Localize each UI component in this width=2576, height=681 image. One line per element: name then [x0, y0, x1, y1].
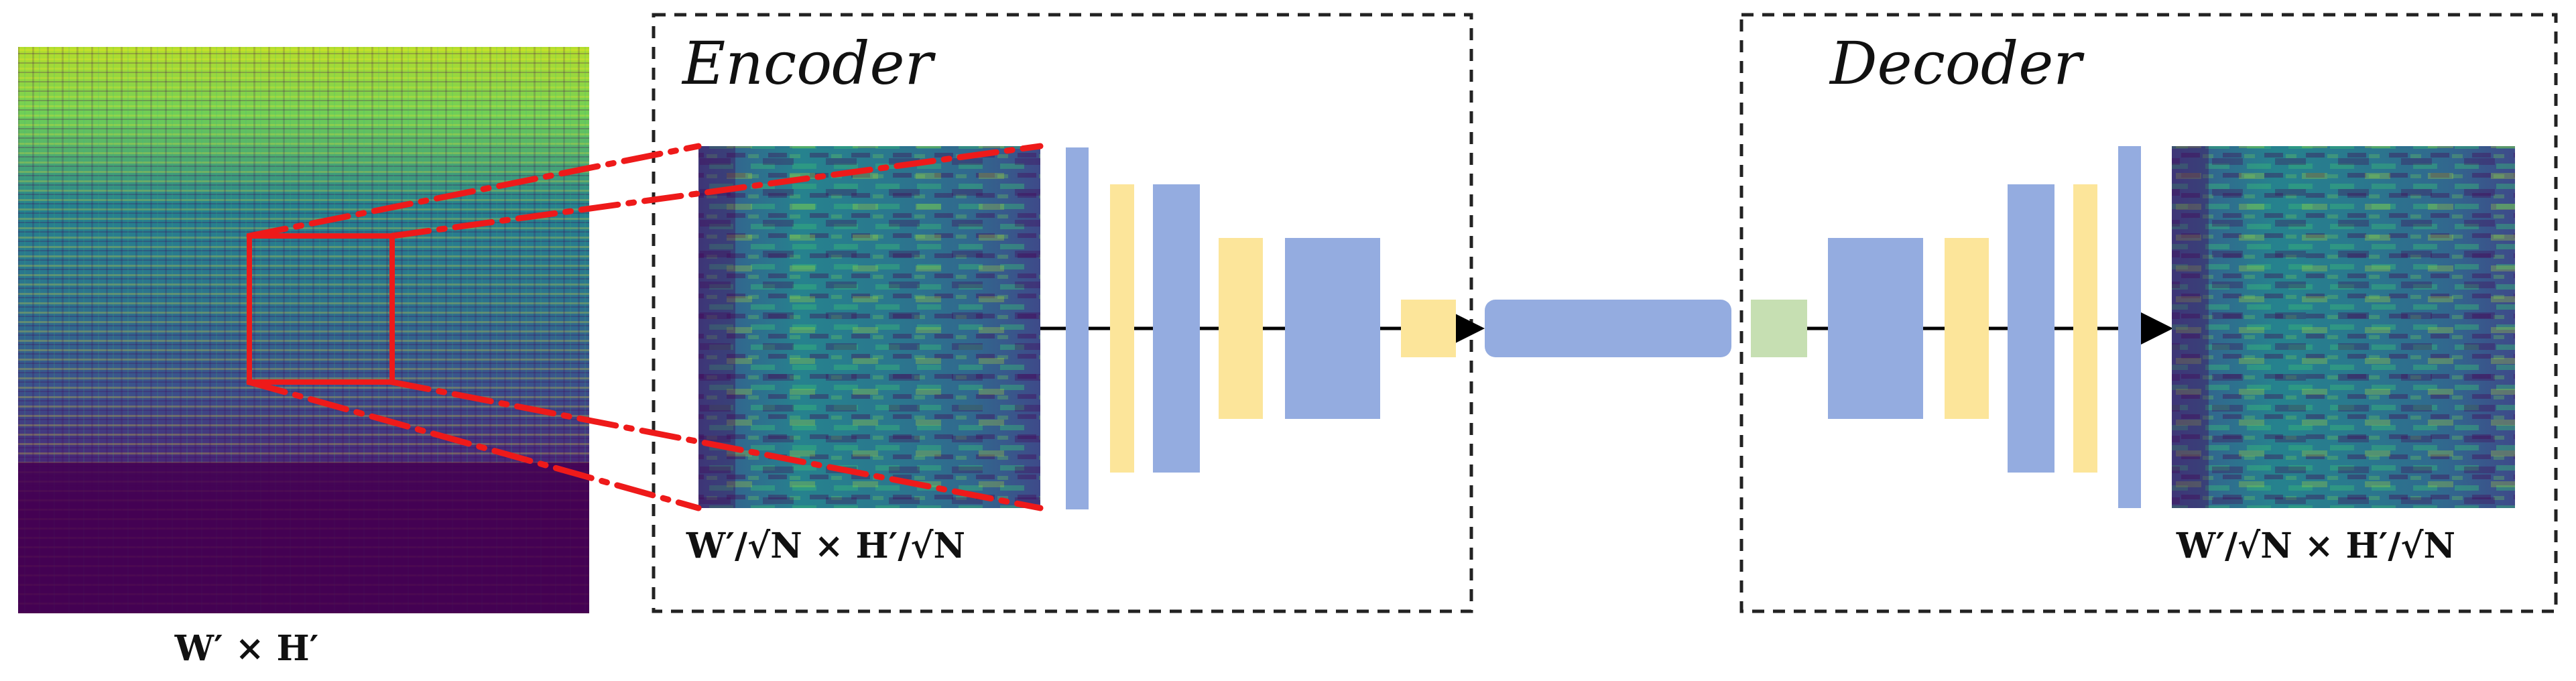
- decoder-layer: [2073, 184, 2097, 473]
- encoder-layer: [1285, 238, 1380, 419]
- decoder-title: Decoder: [1829, 29, 2085, 98]
- encoder-layer: [1066, 147, 1089, 509]
- decoder-layer: [2118, 146, 2141, 508]
- latent-bottleneck: [1485, 300, 1731, 357]
- decoder-box: [1739, 13, 2558, 613]
- full-spectrogram: [18, 47, 589, 613]
- encoder-title: Encoder: [681, 29, 936, 98]
- decoder-layer: [2008, 184, 2054, 473]
- encoder-patch-label: W′/√N × H′/√N: [686, 525, 965, 566]
- encoder-input-patch: [698, 146, 1040, 508]
- full-image-label: W′ × H′: [174, 628, 319, 669]
- encoder-layer: [1401, 300, 1456, 357]
- decoder-layer: [1828, 238, 1923, 419]
- decoder-latent-input: [1751, 300, 1807, 357]
- encoder-layer: [1110, 184, 1134, 473]
- decoder-output-patch: [2172, 146, 2515, 508]
- zoom-lines: [246, 143, 1044, 511]
- decoder-patch-label: W′/√N × H′/√N: [2176, 525, 2455, 566]
- encoder-layer: [1153, 184, 1200, 473]
- encoder-layer: [1219, 238, 1263, 419]
- decoder-layer: [1945, 238, 1989, 419]
